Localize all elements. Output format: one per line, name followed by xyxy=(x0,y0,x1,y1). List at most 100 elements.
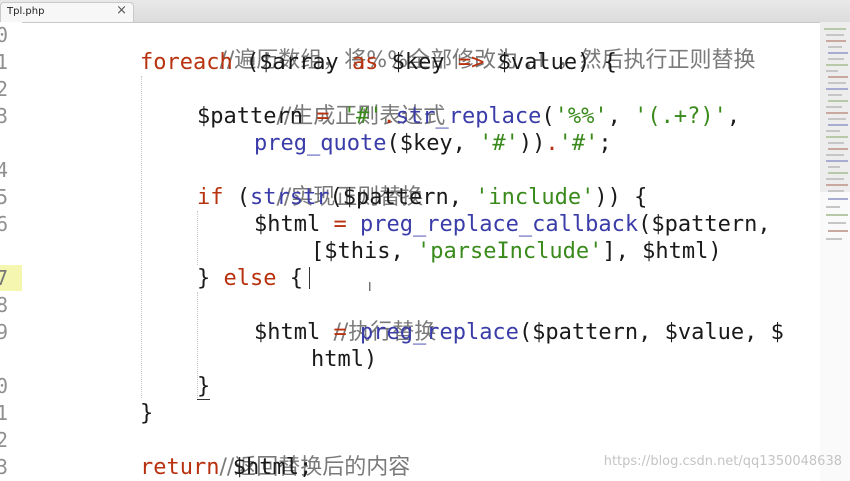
close-icon[interactable]: × xyxy=(116,3,127,18)
code-text: ], $html) xyxy=(602,239,722,264)
code-text: , xyxy=(726,104,741,129)
code-line: $html = preg_replace($pattern, $value, $ xyxy=(254,319,784,346)
line-number: 5 xyxy=(0,185,9,209)
code-text xyxy=(329,104,342,129)
operator-assign: = xyxy=(316,104,330,129)
indent-guide xyxy=(141,76,142,398)
minimap-line xyxy=(828,76,848,78)
operator-assign: = xyxy=(333,320,347,345)
minimap-line xyxy=(824,28,846,30)
line-number: 0 xyxy=(0,23,9,47)
operator-concat: . xyxy=(545,131,559,156)
keyword-foreach: foreach xyxy=(140,50,233,75)
indent-guide xyxy=(197,211,198,265)
keyword-if: if xyxy=(197,185,224,210)
code-string: 'include' xyxy=(475,185,595,210)
tab-tpl-php[interactable]: Tpl.php × xyxy=(0,2,134,22)
code-line: foreach ($array as $key => $value) { xyxy=(140,49,617,76)
line-number: 1 xyxy=(0,50,9,74)
code-text: , xyxy=(607,104,635,129)
code-text: ($key, xyxy=(386,131,480,156)
code-comment: //返回替换后的内容 xyxy=(219,455,411,480)
minimap-line xyxy=(828,148,848,150)
code-text xyxy=(347,320,360,345)
code-text: )) xyxy=(518,131,546,156)
code-line: } xyxy=(197,373,211,400)
line-number: 9 xyxy=(0,320,9,344)
minimap-line xyxy=(828,198,848,200)
code-string: '%%' xyxy=(554,104,608,129)
minimap[interactable] xyxy=(820,22,850,481)
code-text: $pattern xyxy=(197,104,317,129)
minimap-line xyxy=(828,82,846,84)
operator-concat: . xyxy=(382,104,396,129)
text-cursor xyxy=(309,267,310,289)
minimap-line xyxy=(828,94,842,96)
minimap-line xyxy=(826,206,840,208)
minimap-line xyxy=(828,230,848,232)
line-number: 3 xyxy=(0,104,9,128)
keyword-return: return xyxy=(140,455,220,480)
line-number-active: 7 xyxy=(0,265,22,291)
keyword-else: else xyxy=(223,266,277,291)
line-number: 4 xyxy=(0,158,9,182)
tab-label: Tpl.php xyxy=(7,6,45,17)
code-comment: //执行替换 xyxy=(333,320,437,345)
minimap-line xyxy=(826,34,844,36)
minimap-line xyxy=(828,172,848,174)
code-line: //返回替换后的内容 xyxy=(140,427,410,480)
minimap-line xyxy=(828,142,844,144)
line-number: 6 xyxy=(0,212,9,236)
code-text: $html xyxy=(254,212,334,237)
minimap-line xyxy=(826,214,848,216)
code-string: '#' xyxy=(342,104,383,129)
code-text: ($pattern, $value, $ xyxy=(518,320,784,345)
code-line: [$this, 'parseInclude'], $html) xyxy=(311,238,722,265)
line-number: 8 xyxy=(0,293,9,317)
line-number: 2 xyxy=(0,77,9,101)
minimap-line xyxy=(826,64,848,66)
code-text: ($array xyxy=(232,50,352,75)
line-number: 2 xyxy=(0,428,9,452)
keyword-as: as xyxy=(351,50,379,75)
ibeam-cursor-icon: I xyxy=(368,280,372,294)
code-text: } xyxy=(140,401,154,426)
line-number: 3 xyxy=(0,455,9,479)
operator-assign: = xyxy=(333,212,347,237)
minimap-line xyxy=(828,46,842,48)
code-text: } xyxy=(197,374,211,400)
tab-bar: Tpl.php × xyxy=(0,0,850,23)
code-line: //执行替换 xyxy=(254,292,436,345)
code-comment: //遍历数组，将%%全部修改为 .+ ，然后执行正则替换 xyxy=(219,48,756,73)
minimap-line xyxy=(826,160,848,162)
minimap-line xyxy=(826,184,848,186)
line-number: 0 xyxy=(0,374,9,398)
code-text: $key xyxy=(378,50,458,75)
code-line: $pattern = '#'.str_replace('%%', '(.+?)'… xyxy=(197,103,740,130)
code-text: ; xyxy=(598,131,612,156)
code-text: } xyxy=(197,266,224,291)
line-number: 1 xyxy=(0,401,9,425)
minimap-line xyxy=(828,190,844,192)
code-line: //实现正则替换 xyxy=(197,157,423,210)
code-string: '(.+?)' xyxy=(634,104,727,129)
minimap-line xyxy=(826,40,846,42)
code-text: ($pattern, xyxy=(329,185,476,210)
code-text: $html; xyxy=(219,455,313,480)
function-name: preg_replace_callback xyxy=(359,212,639,237)
minimap-line xyxy=(828,100,848,102)
code-editor[interactable]: //遍历数组，将%%全部修改为 .+ ，然后执行正则替换 foreach ($a… xyxy=(28,22,828,481)
code-text: ($pattern, xyxy=(638,212,771,237)
function-name: str_replace xyxy=(395,104,542,129)
function-name: strstr xyxy=(250,185,330,210)
minimap-line xyxy=(828,52,848,54)
code-text: ( xyxy=(223,185,250,210)
code-line: } xyxy=(140,400,153,427)
code-text: ( xyxy=(541,104,555,129)
code-comment: //生成正则表达式 xyxy=(276,104,446,129)
minimap-line xyxy=(828,58,844,60)
code-line: //生成正则表达式 xyxy=(197,76,445,129)
function-name: preg_quote xyxy=(254,131,387,156)
minimap-line xyxy=(826,112,848,114)
